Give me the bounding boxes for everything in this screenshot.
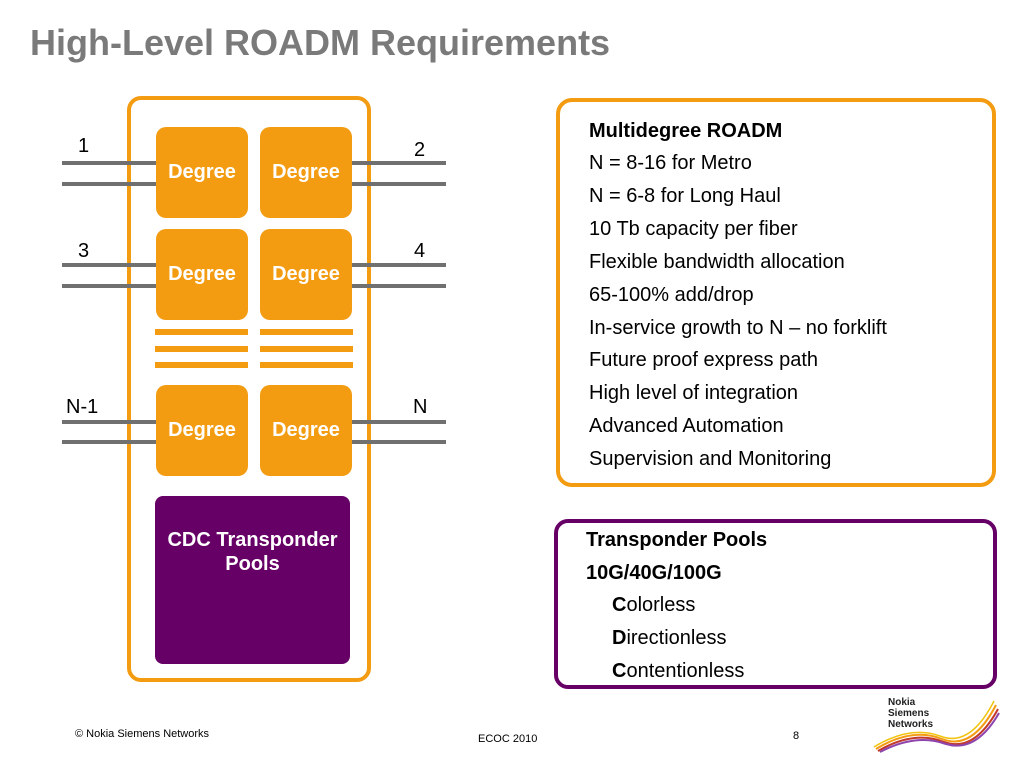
transponder-rates: 10G/40G/100G <box>586 562 722 584</box>
fiber-line <box>62 263 157 267</box>
event-label: ECOC 2010 <box>478 733 538 745</box>
roadm-requirement-item: Future proof express path <box>589 349 819 371</box>
nokia-siemens-networks-logo: Nokia Siemens Networks <box>872 697 1002 753</box>
port-label-2: 2 <box>414 139 426 161</box>
fiber-line <box>350 182 446 186</box>
transponder-feature: Contentionless <box>612 660 744 683</box>
transponder-panel-heading: Transponder Pools <box>586 529 768 551</box>
feature-rest: irectionless <box>626 627 727 649</box>
feature-initial: C <box>612 594 627 616</box>
port-label-4: 4 <box>414 240 426 262</box>
fiber-line <box>62 182 157 186</box>
roadm-requirement-item: 65-100% add/drop <box>589 284 754 306</box>
roadm-requirement-item: N = 6-8 for Long Haul <box>589 185 781 207</box>
degree-block: Degree <box>156 229 248 320</box>
port-label-1: 1 <box>78 135 90 157</box>
copyright-text: © Nokia Siemens Networks <box>75 728 210 740</box>
roadm-frame <box>127 96 371 682</box>
continuation-dash <box>155 329 248 335</box>
cdc-transponder-pools-block: CDC Transponder Pools <box>155 496 350 664</box>
fiber-line <box>62 420 157 424</box>
page-number: 8 <box>793 730 800 742</box>
fiber-line <box>350 284 446 288</box>
degree-block: Degree <box>156 127 248 218</box>
fiber-line <box>350 161 446 165</box>
continuation-dash <box>155 346 248 352</box>
transponder-feature: Directionless <box>612 627 727 650</box>
feature-rest: ontentionless <box>626 660 745 682</box>
continuation-dash <box>260 346 353 352</box>
fiber-line <box>350 440 446 444</box>
degree-block: Degree <box>260 385 352 476</box>
roadm-requirement-item: In-service growth to N – no forklift <box>589 317 887 339</box>
feature-initial: D <box>612 627 627 649</box>
fiber-line <box>62 284 157 288</box>
fiber-line <box>350 420 446 424</box>
degree-block: Degree <box>260 127 352 218</box>
transponder-feature: Colorless <box>612 594 695 617</box>
logo-swoosh-icon <box>873 700 1000 753</box>
roadm-requirements-panel <box>556 98 996 487</box>
roadm-requirement-item: 10 Tb capacity per fiber <box>589 218 798 240</box>
roadm-requirement-item: N = 8-16 for Metro <box>589 152 752 174</box>
port-label-3: 3 <box>78 240 90 262</box>
feature-rest: olorless <box>626 594 696 616</box>
roadm-panel-heading: Multidegree ROADM <box>589 120 783 142</box>
logo-text: Nokia Siemens Networks <box>888 697 934 730</box>
port-label-n-minus-1: N-1 <box>66 396 99 418</box>
degree-block: Degree <box>156 385 248 476</box>
slide-title: High-Level ROADM Requirements <box>30 22 611 63</box>
roadm-requirement-item: High level of integration <box>589 382 799 404</box>
roadm-requirement-item: Supervision and Monitoring <box>589 448 832 470</box>
roadm-requirement-item: Advanced Automation <box>589 415 784 437</box>
continuation-dash <box>260 329 353 335</box>
transponder-pools-panel <box>554 519 997 689</box>
fiber-line <box>62 161 157 165</box>
degree-block: Degree <box>260 229 352 320</box>
continuation-dash <box>260 362 353 368</box>
fiber-line <box>350 263 446 267</box>
fiber-line <box>62 440 157 444</box>
continuation-dash <box>155 362 248 368</box>
feature-initial: C <box>612 660 627 682</box>
port-label-n: N <box>413 396 428 418</box>
roadm-requirement-item: Flexible bandwidth allocation <box>589 251 845 273</box>
